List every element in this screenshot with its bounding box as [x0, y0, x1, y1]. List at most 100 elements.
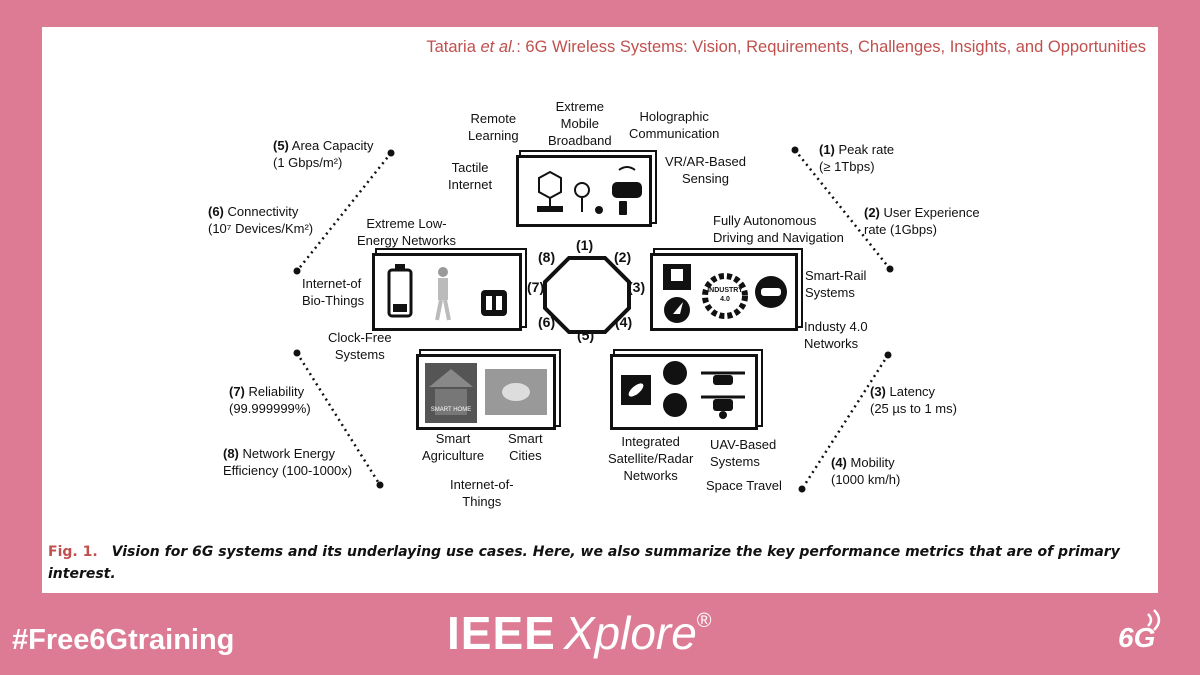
usecase-space-travel: Space Travel — [706, 477, 782, 494]
metric-3-num: (3) — [870, 384, 886, 399]
metric-4: (4) Mobility(1000 km/h) — [831, 454, 900, 488]
metric-2-name: User Experience — [883, 205, 980, 220]
octagon-num-6: (6) — [538, 314, 556, 330]
autonomous-line2: Driving and Navigation — [713, 230, 844, 245]
autonomous-line1: Fully Autonomous — [713, 213, 817, 228]
metric-4-name: Mobility — [850, 455, 895, 470]
metric-7: (7) Reliability(99.999999%) — [229, 383, 311, 417]
metric-8-num: (8) — [223, 446, 239, 461]
smart-cities-line2: Cities — [509, 448, 542, 463]
uav-line1: UAV-Based — [710, 437, 777, 452]
metric-6-name: Connectivity — [227, 204, 299, 219]
octagon-num-1: (1) — [576, 237, 594, 253]
octagon-num-4: (4) — [615, 314, 633, 330]
metric-2: (2) User Experience rate (1Gbps) — [864, 204, 980, 238]
octagon-num-3: (3) — [628, 279, 646, 295]
smart-cities-line1: Smart — [508, 431, 543, 446]
brand-ieee: IEEE — [447, 607, 556, 659]
industry-badge: INDUSTRY 4.0 — [705, 286, 745, 304]
metric-7-value: (99.999999%) — [229, 401, 311, 416]
brand-xplore: Xplore — [563, 607, 697, 659]
tactile-line2: Internet — [448, 177, 493, 192]
header-title: : 6G Wireless Systems: Vision, Requireme… — [516, 38, 1146, 56]
metric-4-num: (4) — [831, 455, 847, 470]
metric-5: (5) Area Capacity(1 Gbps/m²) — [273, 137, 373, 171]
industry-line2: Networks — [804, 336, 859, 351]
iot-line1: Internet-of- — [450, 477, 514, 492]
metric-2-num: (2) — [864, 205, 880, 220]
industry-badge-version: 4.0 — [720, 296, 730, 303]
figure-caption: Fig. 1.Vision for 6G systems and its und… — [48, 541, 1128, 585]
octagon-num-8: (8) — [538, 249, 556, 265]
metric-1-name: Peak rate — [838, 142, 895, 157]
vr-hologram-icons — [537, 166, 642, 215]
metric-3: (3) Latency (25 µs to 1 ms) — [870, 383, 957, 417]
iobt-line2: Bio-Things — [302, 293, 365, 308]
industry-line1: Industy 4.0 — [804, 319, 868, 334]
metric-2-value: rate (1Gbps) — [864, 222, 937, 237]
usecase-low-energy: Extreme Low- Energy Networks — [357, 215, 456, 249]
smart-rail-line1: Smart-Rail — [805, 268, 867, 283]
panel-tactile-vr — [516, 155, 652, 227]
vrar-line2: Sensing — [681, 171, 729, 186]
octagon-num-2: (2) — [614, 249, 632, 265]
embb-line2: Mobile — [560, 116, 599, 131]
metric-8-value: Efficiency (100-1000x) — [223, 463, 353, 478]
industry-badge-text: INDUSTRY — [707, 287, 743, 294]
low-energy-line2: Energy Networks — [357, 233, 456, 248]
header-author: Tataria — [426, 38, 476, 56]
iobt-line1: Internet-of — [302, 276, 362, 291]
remote-learning-line1: Remote — [470, 111, 517, 126]
panel-iot: SMART HOME — [416, 354, 556, 430]
octagon-num-5: (5) — [577, 327, 595, 343]
satellite-line1: Integrated — [621, 434, 680, 449]
metric-line-3-4 — [800, 354, 890, 490]
metric-1: (1) Peak rate (≥ 1Tbps) — [819, 141, 894, 175]
metric-7-num: (7) — [229, 384, 245, 399]
metric-3-value: (25 µs to 1 ms) — [870, 401, 957, 416]
low-energy-line1: Extreme Low- — [366, 216, 447, 231]
holographic-line1: Holographic — [639, 109, 709, 124]
caption-text: Vision for 6G systems and its underlayin… — [48, 544, 1120, 582]
satellite-drone-icons — [621, 361, 745, 419]
holographic-line2: Communication — [629, 126, 720, 141]
brand-registered: ® — [696, 610, 712, 632]
uav-line2: Systems — [710, 454, 760, 469]
metric-5-num: (5) — [273, 138, 289, 153]
smart-rail-line2: Systems — [805, 285, 855, 300]
signal-arcs-icon — [1147, 609, 1161, 631]
metric-6: (6) Connectivity(10⁷ Devices/Km²) — [208, 203, 313, 237]
hashtag-label: #Free6Gtraining — [12, 624, 235, 656]
metric-line-1-2 — [794, 149, 891, 270]
metric-1-num: (1) — [819, 142, 835, 157]
clock-free-line1: Clock-Free — [328, 330, 392, 345]
paper-header: Tataria et al.: 6G Wireless Systems: Vis… — [426, 38, 1146, 57]
metric-line-7-8 — [295, 352, 382, 486]
clock-free-line2: Systems — [334, 347, 385, 362]
iot-line2: Things — [462, 494, 502, 509]
embb-line3: Broadband — [548, 133, 612, 148]
tactile-line1: Tactile — [451, 160, 489, 175]
metric-3-name: Latency — [889, 384, 936, 399]
metric-6-value: (10⁷ Devices/Km²) — [208, 221, 314, 236]
6g-logo-text: 6G — [1118, 622, 1156, 653]
6g-logo: 6G — [1118, 609, 1161, 654]
metric-line-5-6 — [296, 152, 392, 272]
embb-line1: Extreme — [555, 99, 605, 114]
metric-1-value: (≥ 1Tbps) — [819, 159, 875, 174]
remote-learning-line2: Learning — [468, 128, 519, 143]
panel-satellite-uav — [610, 354, 758, 430]
